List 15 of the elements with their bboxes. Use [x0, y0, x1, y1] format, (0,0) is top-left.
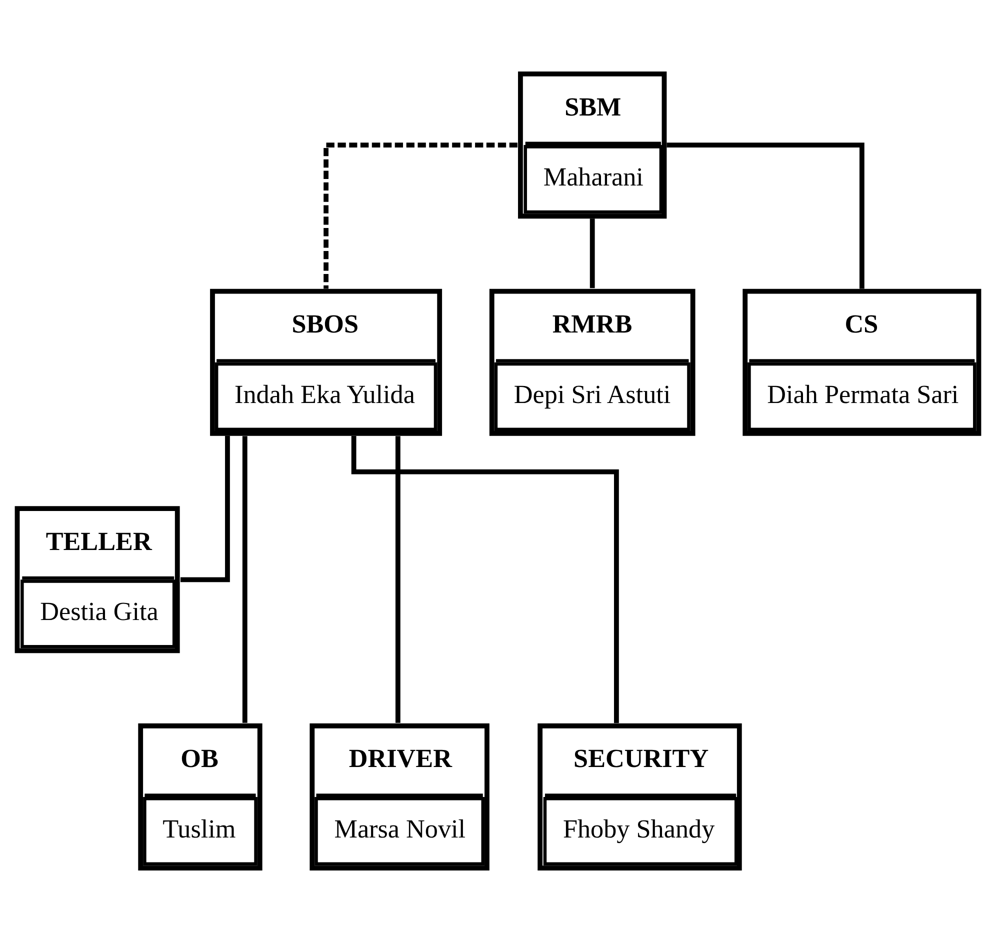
node-box: DRIVER Marsa Novil: [310, 723, 490, 870]
connector: [242, 436, 248, 723]
node-box: SECURITY Fhoby Shandy: [538, 723, 742, 870]
node-box: SBOS Indah Eka Yulida: [210, 288, 442, 436]
node-box: CS Diah Permata Sari: [742, 288, 982, 436]
connector: [351, 436, 619, 724]
connector: [666, 142, 864, 289]
node-box: SBM Maharani: [518, 72, 667, 219]
connector: [324, 142, 518, 289]
connector: [590, 218, 595, 288]
node-box: TELLER Destia Gita: [14, 506, 180, 654]
connector: [180, 436, 230, 582]
node-box: RMRB Depi Sri Astuti: [489, 288, 696, 436]
node-box: OB Tuslim: [138, 723, 262, 870]
connector: [395, 436, 400, 723]
